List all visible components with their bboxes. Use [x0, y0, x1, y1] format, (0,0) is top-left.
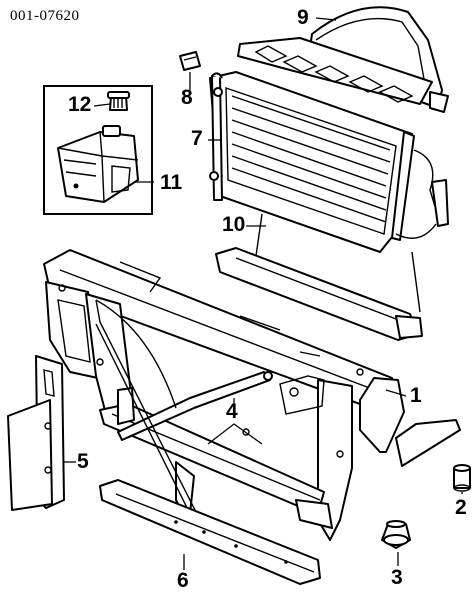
callout-11: 11: [160, 171, 183, 194]
callout-6: 6: [177, 569, 189, 592]
callout-9: 9: [297, 6, 309, 29]
lower-shield: [99, 479, 321, 585]
inset-box: [43, 85, 153, 215]
callout-7: 7: [191, 127, 203, 150]
callout-8: 8: [181, 86, 193, 109]
callout-3: 3: [391, 566, 403, 589]
fan-shroud: [237, 6, 449, 113]
grommet: [381, 520, 411, 549]
callout-4: 4: [226, 400, 238, 423]
callout-12: 12: [68, 93, 92, 116]
bracket: [179, 51, 201, 71]
callout-2: 2: [455, 496, 467, 519]
callout-5: 5: [77, 450, 89, 473]
callout-10: 10: [222, 213, 246, 236]
insulator: [453, 464, 471, 492]
reservoir-cap: [107, 91, 130, 111]
radiator: [209, 71, 449, 253]
side-baffle: [7, 355, 65, 511]
coolant-reservoir: [57, 125, 139, 203]
callout-1: 1: [410, 384, 422, 407]
diagram-code: 001-07620: [10, 8, 80, 24]
lower-radiator-support: [215, 213, 423, 341]
leader-lines: [64, 17, 463, 570]
radiator-support: [43, 249, 461, 541]
